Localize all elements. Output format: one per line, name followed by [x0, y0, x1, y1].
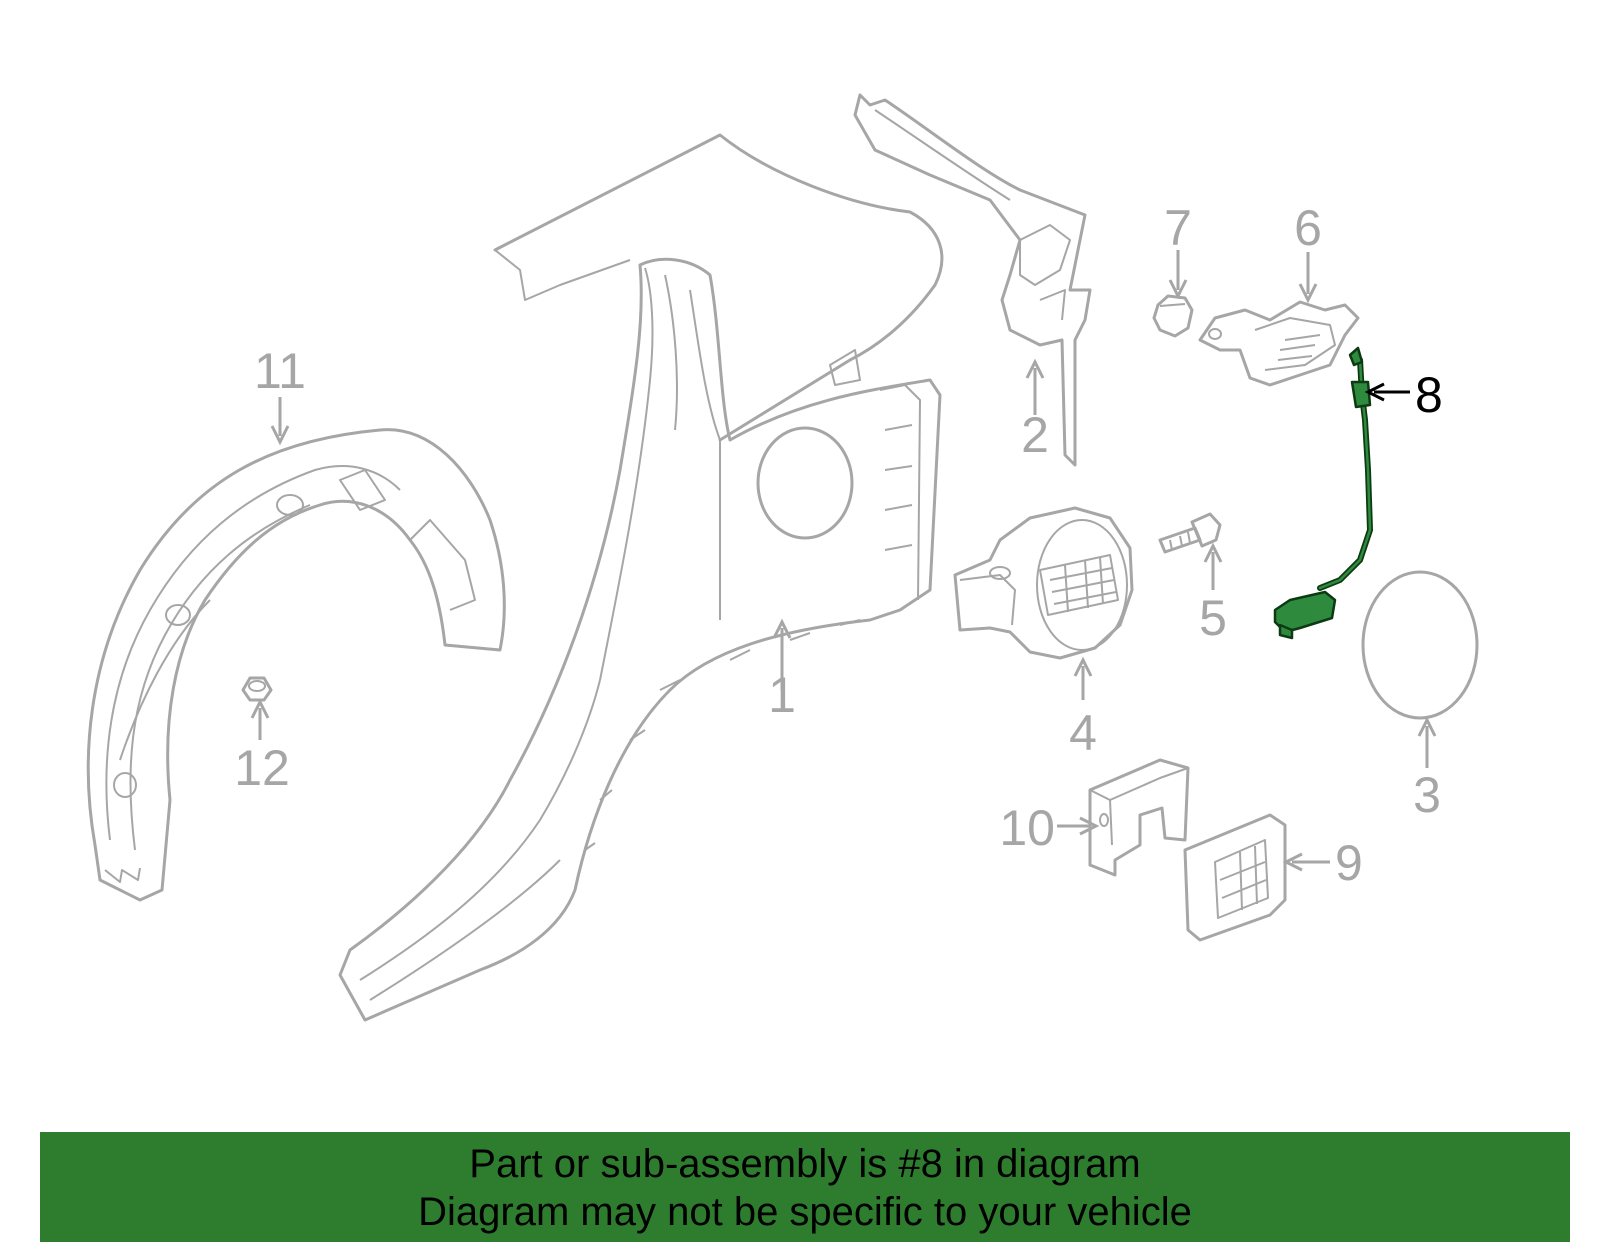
callout-10-label: 10 — [999, 800, 1055, 856]
callout-2-label: 2 — [1021, 407, 1049, 463]
callout-4-label: 4 — [1069, 705, 1097, 761]
banner-line-1: Part or sub-assembly is #8 in diagram — [469, 1142, 1141, 1186]
part-12-clip[interactable] — [241, 676, 273, 702]
callout-5-label: 5 — [1199, 590, 1227, 646]
callout-10: 10 — [999, 800, 1100, 856]
callout-3: 3 — [1413, 716, 1441, 823]
part-9-plate[interactable] — [1183, 813, 1287, 942]
parts-diagram: 1 2 3 4 5 6 7 9 10 1 — [86, 93, 1479, 1022]
part-7-nut[interactable] — [1152, 294, 1194, 338]
callout-6: 6 — [1294, 200, 1322, 304]
part-3-fuel-door[interactable] — [1361, 570, 1479, 720]
part-10-bracket[interactable] — [1088, 758, 1190, 877]
part-1-quarter-panel[interactable] — [338, 133, 944, 1022]
callout-9: 9 — [1282, 835, 1363, 891]
callout-1: 1 — [768, 618, 796, 723]
callout-1-label: 1 — [768, 667, 796, 723]
part-11-wheelhouse-liner[interactable] — [86, 428, 506, 902]
callout-11: 11 — [254, 343, 306, 446]
part-2-bracket[interactable] — [853, 93, 1092, 467]
callout-3-label: 3 — [1413, 767, 1441, 823]
part-6-actuator[interactable] — [1198, 300, 1360, 387]
callout-8-label: 8 — [1415, 367, 1443, 423]
callout-6-label: 6 — [1294, 200, 1322, 256]
callout-7: 7 — [1164, 200, 1192, 300]
part-info-banner: Part or sub-assembly is #8 in diagram Di… — [40, 1132, 1570, 1242]
part-5-bolt[interactable] — [1158, 512, 1222, 554]
callout-9-label: 9 — [1335, 835, 1363, 891]
part-8-fuel-door-cable[interactable] — [1273, 346, 1374, 640]
callout-5: 5 — [1199, 542, 1227, 646]
callout-12-label: 12 — [234, 740, 290, 796]
part-4-fuel-filler-housing[interactable] — [953, 506, 1134, 660]
callout-11-label: 11 — [254, 343, 306, 399]
callout-8: 8 — [1364, 367, 1443, 423]
banner-line-2: Diagram may not be specific to your vehi… — [418, 1190, 1192, 1234]
callout-7-label: 7 — [1164, 200, 1192, 256]
callout-12: 12 — [234, 698, 290, 796]
callout-4: 4 — [1069, 656, 1097, 761]
callout-2: 2 — [1021, 358, 1049, 463]
